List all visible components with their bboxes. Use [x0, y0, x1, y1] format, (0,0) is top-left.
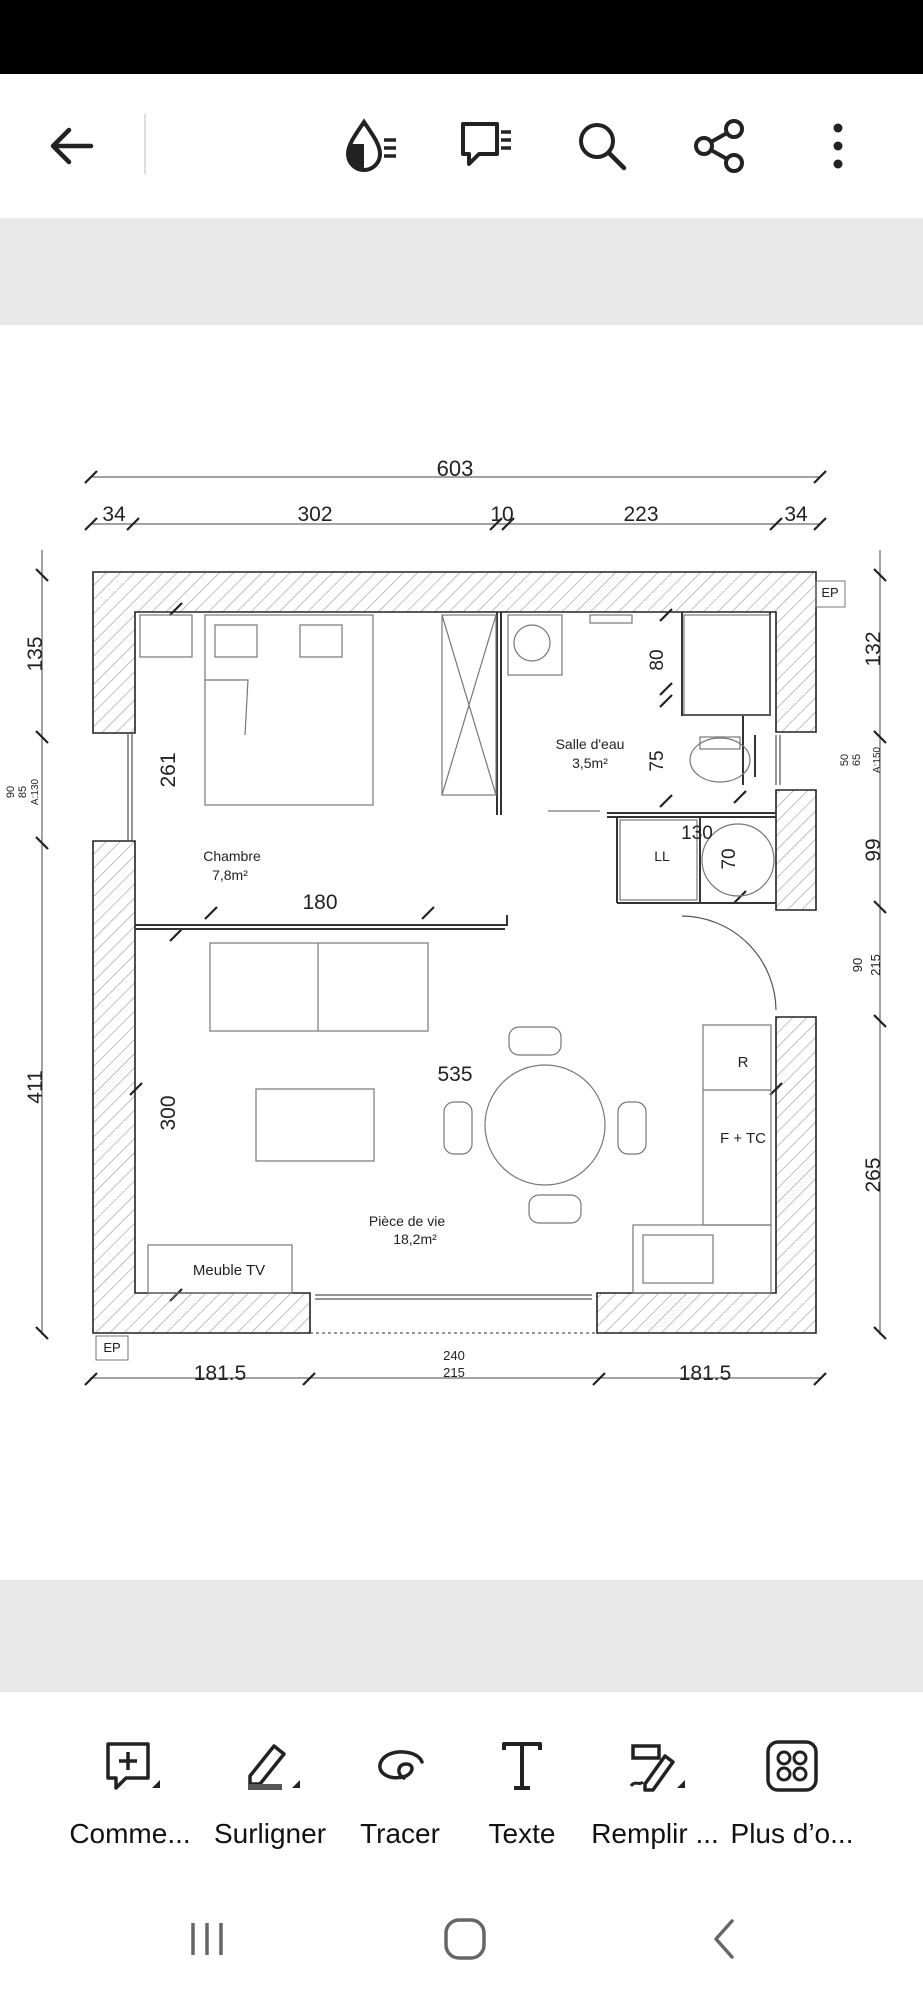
openings [127, 733, 781, 1334]
tool-fill-sign[interactable]: Remplir ... [585, 1692, 725, 1872]
tool-label: Remplir ... [591, 1818, 719, 1849]
toolbar-divider [144, 114, 146, 174]
dim-300: 300 [157, 1095, 180, 1130]
furniture [139, 614, 775, 1294]
top-app-bar [0, 74, 923, 218]
status-bar [0, 0, 923, 74]
dim-top-34-left: 34 [102, 503, 126, 526]
search-icon[interactable] [564, 108, 640, 184]
back-icon[interactable] [678, 1904, 768, 1974]
text-icon [492, 1736, 552, 1796]
dim-261: 261 [157, 752, 180, 787]
more-vert-icon[interactable] [800, 108, 876, 184]
dim-75: 75 [647, 750, 668, 771]
tool-more[interactable]: Plus d’o... [722, 1692, 862, 1872]
dim-bottom-door-1: 240 [443, 1348, 465, 1363]
dim-right-door-2: 215 [868, 954, 883, 976]
walls [92, 571, 817, 1334]
tool-highlight[interactable]: Surligner [200, 1692, 340, 1872]
dim-bottom-right: 181.5 [679, 1362, 732, 1385]
dim-180: 180 [302, 891, 337, 914]
tool-label: Texte [488, 1818, 556, 1849]
dim-right-132: 132 [862, 631, 885, 666]
dim-top-34-right: 34 [784, 503, 808, 526]
tool-comment[interactable]: Comme... [60, 1692, 200, 1872]
page-gap-top [0, 218, 923, 325]
dim-total: 603 [437, 456, 474, 481]
room-area-chambre: 7,8m² [212, 867, 248, 883]
dim-left-window-1: 90 [5, 786, 17, 798]
dim-right-window-1: 50 [839, 754, 851, 766]
dim-left-window-3: A:130 [30, 778, 41, 805]
dimension-lines [41, 476, 881, 1379]
dim-top-10: 10 [490, 503, 513, 526]
dim-right-99: 99 [862, 838, 885, 861]
label-meuble-tv: Meuble TV [193, 1262, 265, 1279]
pdf-page[interactable]: 603 34 302 10 223 34 135 90 85 A:130 411… [0, 325, 923, 1580]
tool-label: Surligner [213, 1818, 327, 1849]
fill-sign-icon [625, 1736, 685, 1796]
dim-bottom-left: 181.5 [194, 1362, 247, 1385]
dim-right-window-3: A:150 [872, 746, 883, 773]
ep-boxes [95, 580, 846, 1361]
room-name-salle: Salle d'eau [556, 736, 625, 752]
label-ep-bottom: EP [103, 1340, 120, 1355]
dim-bottom-door-2: 215 [443, 1365, 465, 1380]
dim-left-135: 135 [24, 636, 47, 671]
home-icon[interactable] [420, 1904, 510, 1974]
bottom-toolbar: Comme... Surligner Tracer Texte Remplir … [0, 1692, 923, 1882]
dim-right-door-1: 90 [850, 958, 865, 972]
label-r: R [738, 1054, 749, 1071]
highlighter-icon [240, 1736, 300, 1796]
dim-top-223: 223 [623, 503, 658, 526]
draw-icon [370, 1736, 430, 1796]
label-ep-top: EP [821, 585, 838, 600]
page-gap-bottom [0, 1580, 923, 1692]
room-name-chambre: Chambre [203, 848, 261, 864]
dim-left-window-2: 85 [17, 786, 29, 798]
dim-right-265: 265 [862, 1157, 885, 1192]
label-ll: LL [654, 848, 670, 864]
share-icon[interactable] [682, 108, 758, 184]
system-nav-bar [0, 1882, 923, 2000]
dim-535: 535 [437, 1063, 472, 1086]
add-comment-icon [100, 1736, 160, 1796]
tool-label: Tracer [360, 1818, 440, 1849]
tool-draw[interactable]: Tracer [330, 1692, 470, 1872]
dim-left-411: 411 [24, 1070, 47, 1103]
dim-right-window-2: 65 [851, 754, 863, 766]
floor-plan: 603 34 302 10 223 34 135 90 85 A:130 411… [5, 456, 887, 1386]
room-area-salle: 3,5m² [572, 755, 608, 771]
dim-130: 130 [681, 823, 713, 844]
tool-label: Plus d’o... [730, 1818, 854, 1849]
dim-70: 70 [719, 848, 740, 869]
room-name-piece: Pièce de vie [369, 1213, 445, 1229]
label-f-tc: F + TC [720, 1130, 766, 1147]
dim-top-302: 302 [297, 503, 332, 526]
comments-list-icon[interactable] [449, 108, 525, 184]
room-area-piece: 18,2m² [393, 1231, 437, 1247]
read-aloud-icon[interactable] [332, 108, 408, 184]
recent-apps-icon[interactable] [162, 1904, 252, 1974]
dim-80: 80 [647, 649, 668, 670]
tool-text[interactable]: Texte [452, 1692, 592, 1872]
back-arrow-icon[interactable] [33, 108, 109, 184]
tool-label: Comme... [69, 1818, 191, 1849]
more-tools-icon [762, 1736, 822, 1796]
partitions [135, 612, 776, 930]
